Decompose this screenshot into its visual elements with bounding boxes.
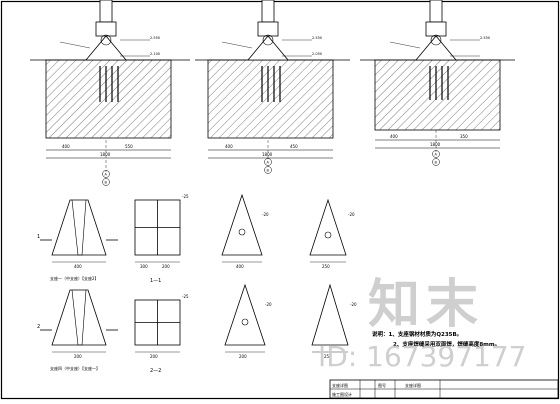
v2-elev-1: 2.550 (312, 36, 322, 40)
v3-dim-1: 400 (390, 134, 398, 139)
v1-dim-total: 1800 (100, 152, 111, 157)
v1-axis-b: B (105, 181, 108, 185)
d5-section-mark: 2 (37, 324, 40, 330)
d7-thk: -20 (265, 302, 272, 307)
d6-width: 200 (150, 354, 158, 359)
detail-row-1: 1 400 支座一（中支座）【支座2】 -25 300 200 1—1 -20 … (37, 193, 355, 284)
d2-w2: 200 (162, 264, 170, 269)
d6-thk: -25 (182, 294, 189, 299)
v2-dim-1: 400 (225, 144, 233, 149)
d8-width: 250 (324, 354, 332, 359)
d8-thk: -20 (350, 302, 357, 307)
d3-thk: -20 (262, 212, 269, 217)
tb-r2c1: 施工图设计 (332, 391, 352, 397)
d2-section: 1—1 (150, 278, 161, 284)
tb-r1c3: 支座详图 (405, 382, 421, 388)
d5-width: 200 (74, 354, 82, 359)
d6-section: 2—2 (150, 368, 161, 374)
v1-dim-2: 550 (125, 144, 133, 149)
v2-dim-total: 1800 (262, 152, 273, 157)
title-block: 支座详图 施工图设计 图号 支座详图 (329, 379, 559, 399)
d2-thk: -25 (182, 194, 189, 199)
detail-row-2: 2 200 支座四（中支座）【支座一】 -25 200 2—2 -20 200 … (37, 283, 357, 374)
elevation-view-2: 400 450 1800 A B 2.550 2.050 (195, 0, 350, 174)
v3-dim-2: 350 (460, 134, 468, 139)
tb-r1c2: 图号 (378, 382, 386, 388)
v1-axis-a: A (105, 173, 108, 177)
note-line-1: 说明：1、支座钢材材质为Q235B。 (372, 330, 462, 338)
v3-axis-a: A (435, 153, 438, 157)
v2-elev-2: 2.050 (312, 52, 322, 56)
d3-width: 400 (236, 264, 244, 269)
v3-elev-1: 2.550 (480, 36, 490, 40)
watermark-id: ID: 167397177 (318, 340, 527, 373)
v1-elev-1: 2.550 (150, 36, 160, 40)
d5-caption: 支座四（中支座）【支座一】 (50, 365, 100, 371)
v2-dim-2: 450 (290, 144, 298, 149)
tb-r1c1: 支座详图 (332, 382, 348, 388)
v3-axis-b: B (435, 161, 438, 165)
d1-caption: 支座一（中支座）【支座2】 (50, 275, 99, 281)
elevation-view-1: 400 550 1800 A B 2.550 2.100 (30, 0, 190, 186)
d4-width: 250 (322, 264, 330, 269)
d2-w1: 300 (140, 264, 148, 269)
v2-axis-b: B (267, 169, 270, 173)
d4-thk: -20 (348, 212, 355, 217)
d1-section-mark: 1 (37, 234, 40, 240)
d1-width: 400 (74, 264, 82, 269)
note-line-2: 2、支座焊缝采用双面焊，焊缝高度8mm。 (393, 340, 500, 348)
watermark-brand: 知末 (368, 275, 485, 335)
v1-dim-1: 400 (62, 144, 70, 149)
v2-axis-a: A (267, 161, 270, 165)
v1-elev-2: 2.100 (150, 52, 160, 56)
v3-dim-total: 1800 (430, 142, 441, 147)
d7-width: 200 (239, 354, 247, 359)
elevation-view-3: 400 350 1800 A B 2.550 (360, 0, 515, 166)
